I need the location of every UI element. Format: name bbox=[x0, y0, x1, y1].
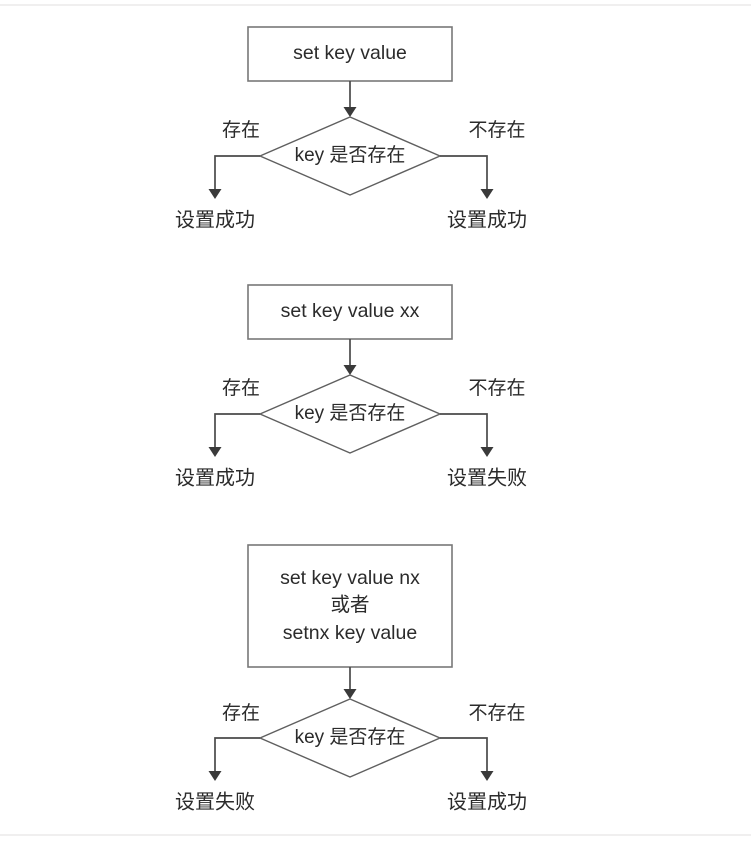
command-box[interactable] bbox=[247, 26, 453, 82]
arrow-head-icon bbox=[480, 447, 494, 457]
decision-diamond[interactable] bbox=[258, 116, 442, 196]
decision-diamond[interactable] bbox=[258, 698, 442, 778]
connector-branch-right bbox=[440, 737, 488, 772]
branch-outcome-left: 设置成功 bbox=[175, 466, 255, 489]
arrow-head-icon bbox=[343, 107, 357, 117]
arrow-head-icon bbox=[208, 447, 222, 457]
branch-condition-left: 存在 bbox=[222, 119, 260, 141]
command-box-line: set key value nx bbox=[280, 567, 420, 589]
decision-label: key 是否存在 bbox=[295, 726, 406, 748]
branch-outcome-right: 设置失败 bbox=[447, 466, 527, 489]
command-box-line: 或者 bbox=[330, 594, 369, 616]
command-box-line: set key value bbox=[293, 42, 407, 64]
flowchart-flow-set-nx: set key value nx 或者 setnx key value key 是否存… bbox=[175, 544, 527, 813]
arrow-head-icon bbox=[480, 771, 494, 781]
branch-outcome-left: 设置失败 bbox=[175, 790, 255, 813]
arrow-head-icon bbox=[208, 771, 222, 781]
command-box[interactable] bbox=[247, 284, 453, 340]
arrow-head-icon bbox=[480, 189, 494, 199]
decision-diamond[interactable] bbox=[258, 374, 442, 454]
command-box[interactable] bbox=[247, 544, 453, 668]
arrow-head-icon bbox=[343, 365, 357, 375]
connector-branch-right bbox=[440, 413, 488, 448]
arrow-head-icon bbox=[343, 689, 357, 699]
branch-condition-left: 存在 bbox=[222, 702, 260, 724]
branch-condition-right: 不存在 bbox=[468, 377, 525, 399]
branch-outcome-right: 设置成功 bbox=[447, 790, 527, 813]
branch-condition-right: 不存在 bbox=[468, 702, 525, 724]
command-box-line: setnx key value bbox=[283, 622, 417, 644]
branch-outcome-left: 设置成功 bbox=[175, 208, 255, 231]
connector-branch-left bbox=[214, 155, 260, 190]
arrow-head-icon bbox=[208, 189, 222, 199]
branch-condition-left: 存在 bbox=[222, 377, 260, 399]
branch-outcome-right: 设置成功 bbox=[447, 208, 527, 231]
connector-branch-right bbox=[440, 155, 488, 190]
connector-branch-left bbox=[214, 413, 260, 448]
branch-condition-right: 不存在 bbox=[468, 119, 525, 141]
command-box-line: set key value xx bbox=[281, 300, 420, 322]
connector-branch-left bbox=[214, 737, 260, 772]
decision-label: key 是否存在 bbox=[295, 144, 406, 166]
decision-label: key 是否存在 bbox=[295, 402, 406, 424]
